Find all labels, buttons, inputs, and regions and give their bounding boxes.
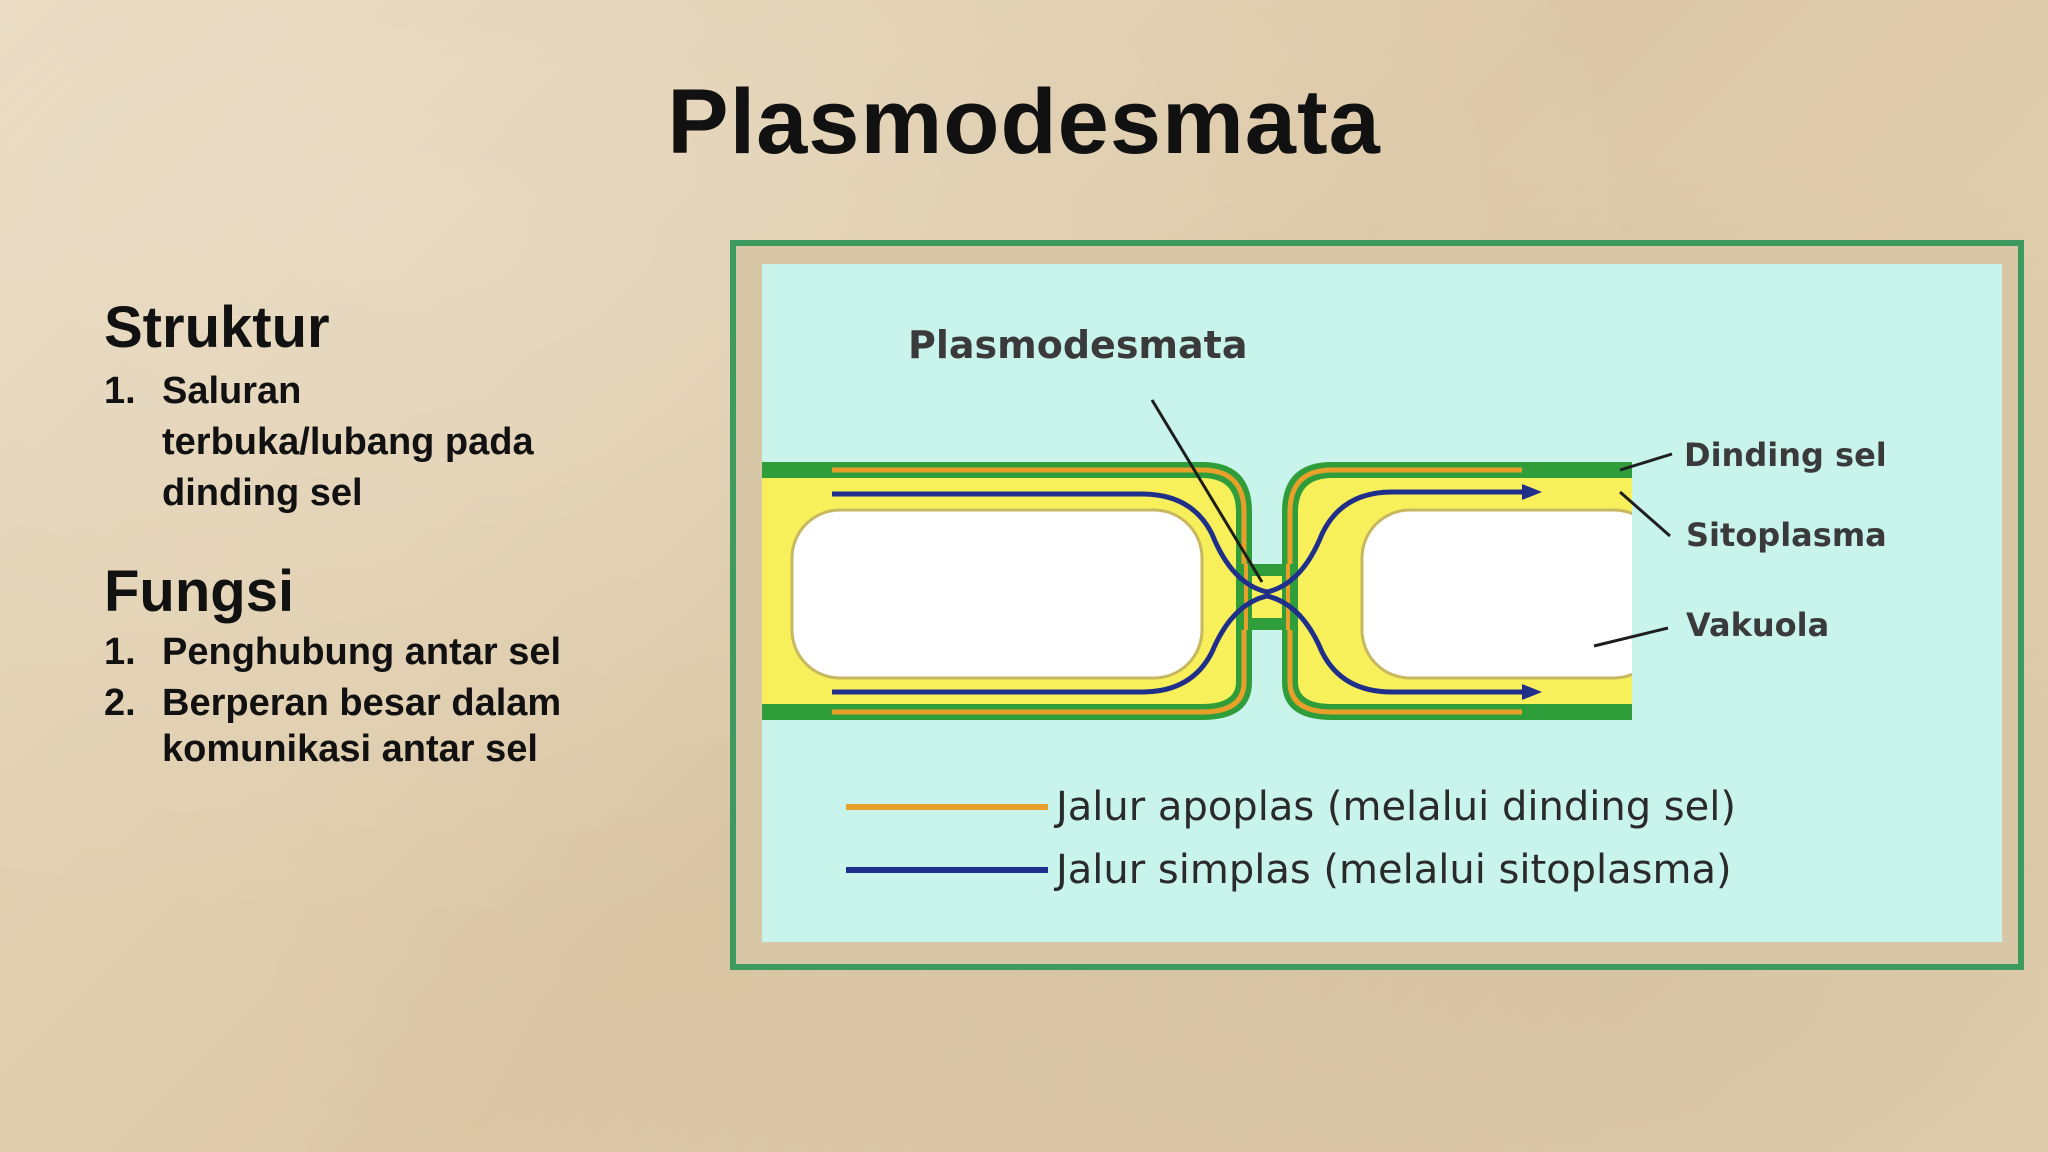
left-text-panel: Struktur 1. Saluran terbuka/lubang pada … [104,296,624,777]
fungsi-item-line: Penghubung antar sel [162,631,562,674]
plasmodesma-channel [1236,564,1298,630]
legend-apoplast-label: Jalur apoplas (melalui dinding sel) [1053,784,1736,830]
symplast-pathway [832,484,1542,700]
label-sitoplasma: Sitoplasma [1686,516,1887,554]
fungsi-item-line: Berperan besar dalam [162,681,562,724]
right-cell-cut [1632,454,2002,734]
fungsi-list: 1. Penghubung antar sel 2. Berperan besa… [104,629,624,772]
symplast-path-top [832,489,1522,595]
fungsi-item-1: 1. Penghubung antar sel [104,629,624,675]
legend-symplast-label: Jalur simplas (melalui sitoplasma) [1053,847,1732,893]
list-number: 1. [104,369,136,412]
left-vacuole [790,508,1204,680]
arrowhead-bottom [1522,684,1542,700]
diagram-svg: Plasmodesmata Dinding sel Sitoplasma Vak… [762,323,2002,893]
label-vakuola: Vakuola [1686,606,1829,644]
struktur-heading: Struktur [104,295,330,360]
slide-title: Plasmodesmata [667,71,1381,173]
label-plasmodesmata: Plasmodesmata [908,323,1247,367]
pointer-sitoplasma [1619,490,1671,538]
list-number: 2. [104,681,136,724]
struktur-item-1: 1. Saluran terbuka/lubang pada dinding s… [104,366,624,520]
symplast-path-bottom [832,593,1522,695]
right-cell [1282,454,2002,734]
label-dinding-sel: Dinding sel [1684,436,1887,474]
arrowhead-top [1522,484,1542,500]
fungsi-item-line: komunikasi antar sel [162,728,538,771]
pointer-dinding-sel [1619,452,1673,472]
list-number: 1. [104,631,136,674]
struktur-list: 1. Saluran terbuka/lubang pada dinding s… [104,366,624,520]
pointer-vakuola [1593,626,1669,648]
legend: Jalur apoplas (melalui dinding sel) Jalu… [846,784,1736,893]
pointer-lines [1150,399,1673,648]
fungsi-heading: Fungsi [104,558,295,624]
right-apoplast-line [1287,467,1522,715]
fungsi-item-2: 2. Berperan besar dalam komunikasi antar… [104,680,624,773]
plasmodesmata-diagram: Plasmodesmata Dinding sel Sitoplasma Vak… [762,264,2002,942]
left-apoplast-line [832,467,1247,715]
struktur-item-line: terbuka/lubang pada [162,421,534,464]
right-vacuole [1360,508,1664,680]
struktur-item-line: dinding sel [162,472,363,515]
left-cell [762,462,1252,720]
struktur-item-line: Saluran [162,369,302,412]
pointer-plasmodesmata [1150,399,1264,583]
